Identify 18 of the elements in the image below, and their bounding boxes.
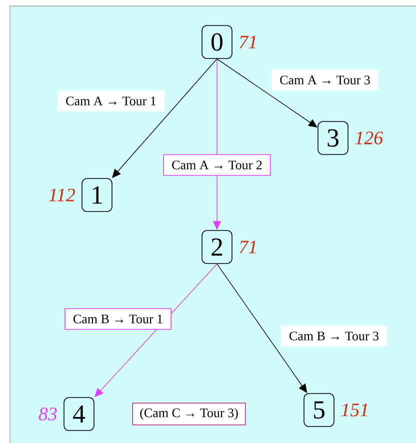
cost-label: 151 xyxy=(341,404,368,416)
state-box: 2 xyxy=(202,230,232,264)
cost-label: 71 xyxy=(240,36,256,48)
edge-label: Cam A → Tour 1 xyxy=(58,90,164,112)
cost-label: 83 xyxy=(38,408,57,420)
state-box: 1 xyxy=(82,178,112,212)
edge-label: Cam A → Tour 3 xyxy=(272,70,378,90)
cost-label: 71 xyxy=(240,240,256,254)
state-box: 0 xyxy=(202,25,232,59)
edge-label: Cam A → Tour 2 xyxy=(163,154,271,176)
edge-label: Cam B → Tour 1 xyxy=(64,308,172,330)
state-box: 5 xyxy=(304,393,334,427)
state-box: 4 xyxy=(64,397,94,431)
note-box: (Cam C → Tour 3) xyxy=(132,402,246,426)
cost-label: 126 xyxy=(355,132,383,144)
cost-label: 112 xyxy=(48,188,75,202)
state-box: 3 xyxy=(318,121,348,155)
edge-label: Cam B → Tour 3 xyxy=(280,326,388,346)
